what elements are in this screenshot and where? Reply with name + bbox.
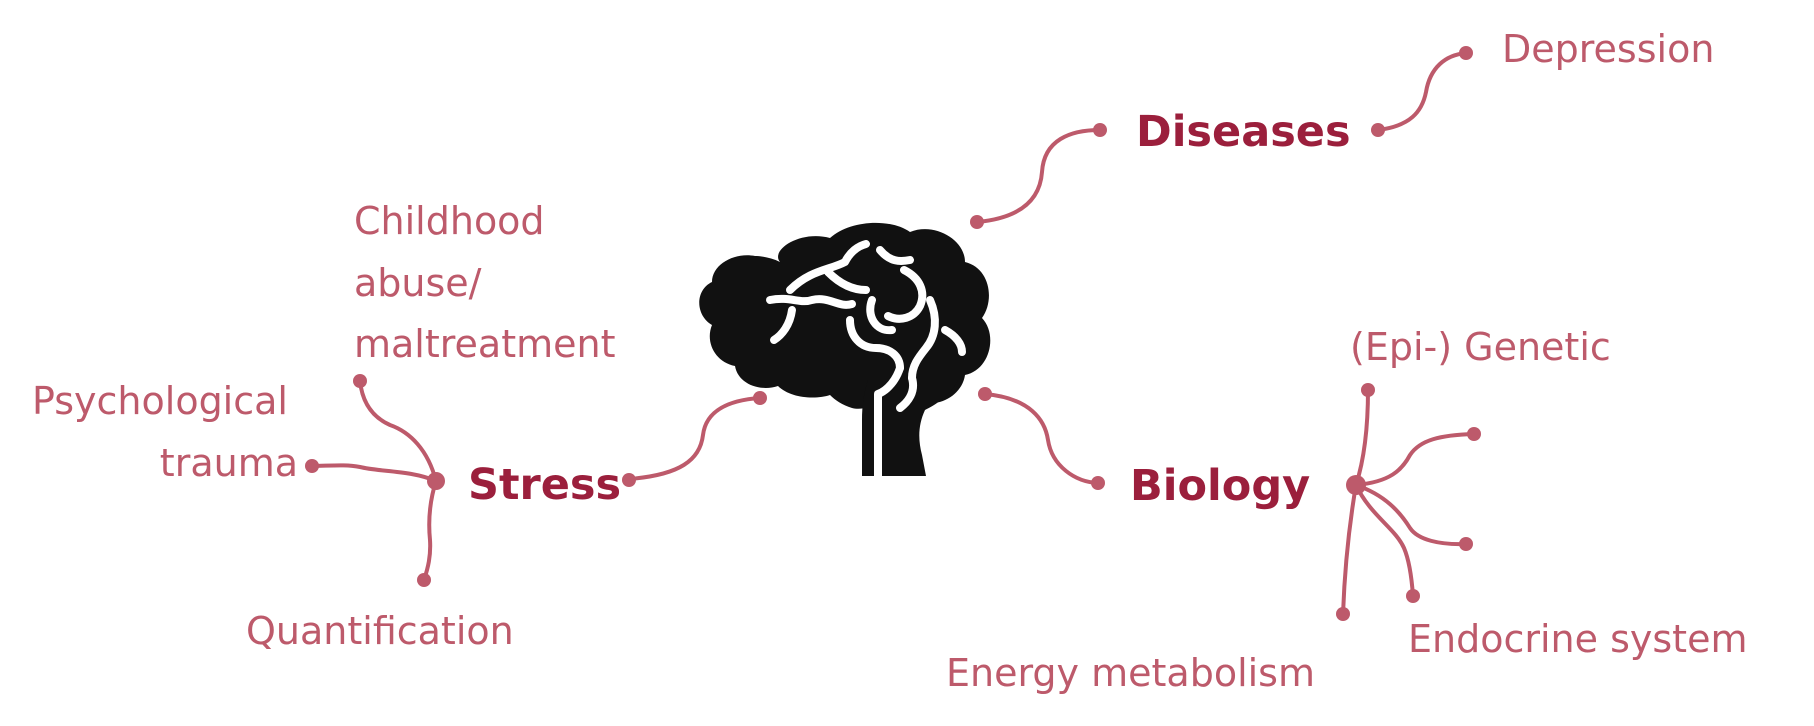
- hub-label-biology: Biology: [1130, 461, 1310, 511]
- node-dot: [1361, 383, 1375, 397]
- node-dot: [753, 391, 767, 405]
- connector-brain-diseases: [975, 128, 1102, 224]
- leaf-label-childhood-line2: abuse/: [354, 261, 482, 305]
- node-dot: [1346, 475, 1366, 495]
- hub-label-diseases: Diseases: [1136, 107, 1351, 157]
- node-dot: [1467, 427, 1481, 441]
- node-dot: [1371, 123, 1385, 137]
- leaf-label-genetic: (Epi-) Genetic: [1350, 325, 1611, 369]
- brain-icon: [699, 222, 991, 480]
- connector-biology-middle: [1354, 483, 1468, 547]
- node-dot: [622, 473, 636, 487]
- connector-stress-childhood: [358, 379, 438, 483]
- leaf-label-psych-line1: Psychological: [32, 379, 288, 423]
- leaf-label-energy: Energy metabolism: [946, 651, 1315, 695]
- leaf-label-childhood-line3: maltreatment: [354, 322, 616, 366]
- connector-biology-genetic: [1354, 388, 1370, 487]
- node-dot: [1459, 46, 1473, 60]
- node-dot: [970, 215, 984, 229]
- leaf-label-depression: Depression: [1502, 27, 1714, 71]
- node-dot: [1406, 589, 1420, 603]
- node-dot: [1336, 607, 1350, 621]
- connector-biology-endocrine: [1354, 483, 1415, 598]
- leaf-label-quantification: Quantification: [246, 609, 514, 653]
- connector-brain-biology: [983, 392, 1100, 485]
- hub-label-stress: Stress: [468, 460, 621, 510]
- connector-biology-upper: [1354, 432, 1476, 487]
- node-dot: [1091, 476, 1105, 490]
- connector-biology-energy: [1341, 483, 1358, 616]
- leaf-label-psych-line2: trauma: [160, 441, 298, 485]
- node-dot: [427, 472, 445, 490]
- leaf-label-endocrine: Endocrine system: [1408, 617, 1747, 661]
- node-dot: [305, 459, 319, 473]
- node-dot: [1459, 537, 1473, 551]
- connector-brain-stress: [627, 396, 762, 481]
- connector-stress-quant: [422, 479, 438, 582]
- node-dot: [353, 374, 367, 388]
- connector-stress-psych: [310, 463, 438, 483]
- connector-diseases-depression: [1376, 51, 1468, 132]
- leaf-label-childhood-line1: Childhood: [354, 199, 545, 243]
- node-dot: [1093, 123, 1107, 137]
- node-dot: [417, 573, 431, 587]
- node-dot: [978, 387, 992, 401]
